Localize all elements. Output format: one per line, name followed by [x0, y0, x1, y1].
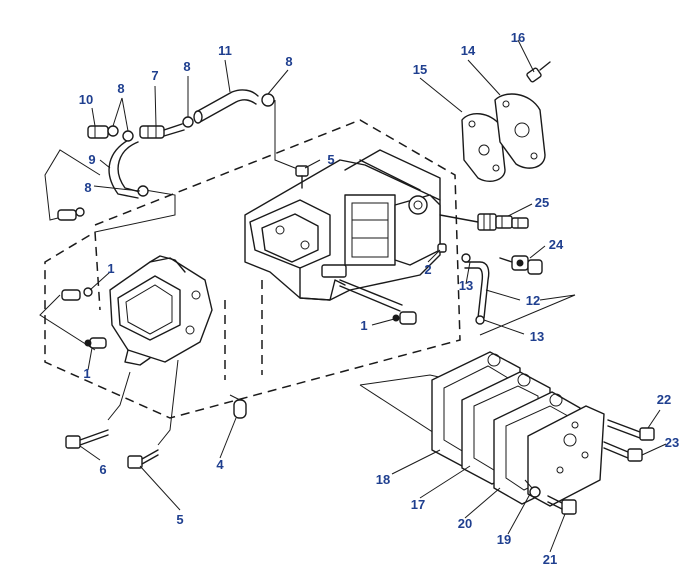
- callout-9: 9: [88, 152, 96, 167]
- bolt-6: [65, 429, 109, 449]
- clip-8c: [182, 116, 194, 128]
- callout-4: 4: [216, 457, 224, 472]
- callout-2: 2: [424, 262, 432, 277]
- callout-13: 13: [458, 278, 474, 293]
- exhaust-cover-15: [461, 113, 506, 182]
- clip-8a: [107, 125, 119, 137]
- callout-1: 1: [360, 318, 368, 333]
- bolt-16: [526, 61, 551, 83]
- clip-8d: [261, 93, 275, 107]
- clip-8b: [122, 130, 134, 142]
- connector-7: [139, 125, 165, 139]
- callout-1: 1: [107, 261, 115, 276]
- callout-19: 19: [496, 532, 512, 547]
- thermo-sensor-24: [499, 255, 543, 275]
- callout-16: 16: [510, 30, 526, 45]
- cylinder-head-cover: [527, 405, 605, 507]
- callout-15: 15: [412, 62, 428, 77]
- bolt-22: [607, 419, 655, 441]
- bolt-21: [547, 495, 577, 515]
- spark-plug-25: [439, 213, 529, 231]
- callout-22: 22: [656, 392, 672, 407]
- callout-13: 13: [529, 329, 545, 344]
- cylinder-block: [244, 149, 441, 312]
- exhaust-cover-14: [494, 93, 546, 169]
- callout-8: 8: [183, 59, 191, 74]
- callout-21: 21: [542, 552, 558, 567]
- callout-5: 5: [327, 152, 335, 167]
- washer-19: [524, 479, 541, 498]
- callout-14: 14: [460, 43, 476, 58]
- water-pipe-12: [437, 243, 490, 325]
- callout-12: 12: [525, 293, 541, 308]
- callout-24: 24: [548, 237, 564, 252]
- crankcase-half: [109, 255, 213, 366]
- callout-20: 20: [457, 516, 473, 531]
- bolt-23: [603, 441, 643, 462]
- callout-25: 25: [534, 195, 550, 210]
- breather-fittings: [61, 287, 417, 349]
- callout-1: 1: [83, 366, 91, 381]
- callout-8: 8: [117, 81, 125, 96]
- dowel-4: [233, 399, 247, 419]
- fitting-10: [87, 125, 109, 139]
- fuel-hose-assembly: [57, 89, 275, 221]
- callout-23: 23: [664, 435, 680, 450]
- bolt-5-top: [295, 165, 309, 189]
- fitting-bottom-left: [57, 209, 77, 221]
- callout-leaders: [79, 39, 667, 553]
- assembly-outline-dashed: [44, 119, 461, 419]
- callout-8: 8: [285, 54, 293, 69]
- callout-17: 17: [410, 497, 426, 512]
- callout-8: 8: [84, 180, 92, 195]
- callout-10: 10: [78, 92, 94, 107]
- callout-11: 11: [218, 43, 232, 58]
- callout-5: 5: [176, 512, 184, 527]
- callout-6: 6: [99, 462, 107, 477]
- callout-18: 18: [375, 472, 391, 487]
- bolt-5-bottom: [127, 449, 159, 469]
- callout-7: 7: [151, 68, 159, 83]
